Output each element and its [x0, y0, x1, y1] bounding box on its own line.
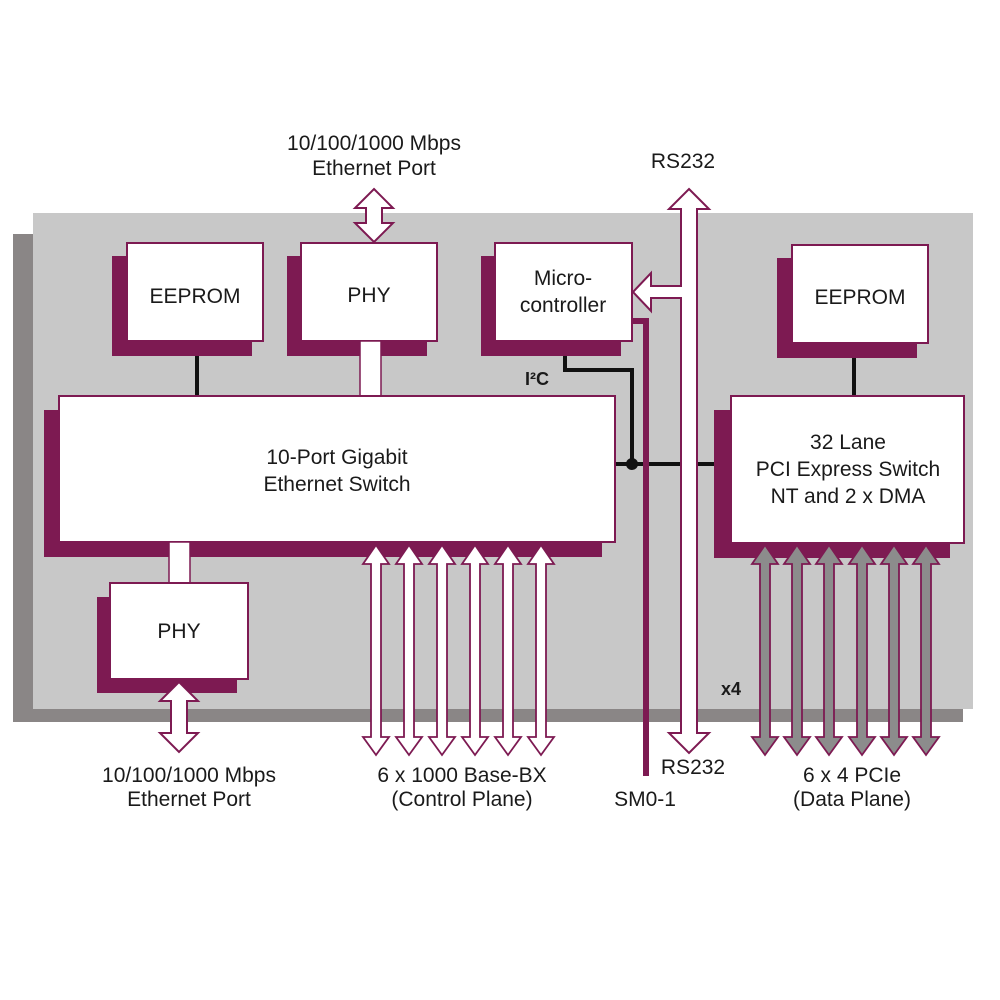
rs232-bottom-label: RS232: [661, 756, 725, 779]
microcontroller-box: [494, 242, 633, 342]
microcontroller-label-2: controller: [520, 294, 606, 317]
data-plane-arrows: [750, 543, 941, 757]
phy-bottom-link: [168, 541, 191, 585]
rs232-top-label: RS232: [651, 150, 715, 173]
control-arrow: [361, 543, 391, 757]
data-plane-label-2: (Data Plane): [793, 788, 911, 811]
phy-top-label: PHY: [347, 284, 390, 307]
eeprom-left-box: [126, 242, 264, 342]
phy-bottom-label: PHY: [157, 620, 200, 643]
data-arrow: [879, 543, 909, 757]
pcie-box: [730, 395, 965, 544]
switch-label-2: Ethernet Switch: [263, 473, 410, 496]
top-port-label-1: 10/100/1000 Mbps: [287, 132, 461, 155]
bottom-ethernet-arrow: [157, 680, 201, 754]
switch-label-1: 10-Port Gigabit: [266, 446, 407, 469]
x4-label: x4: [721, 679, 741, 699]
eeprom-left-label: EEPROM: [149, 285, 240, 308]
control-arrow: [493, 543, 523, 757]
phy-top-link: [359, 340, 382, 399]
eeprom-right-box: [791, 244, 929, 344]
data-arrow: [750, 543, 780, 757]
eeprom-right-label: EEPROM: [814, 286, 905, 309]
switch-box: [58, 395, 616, 543]
phy-bottom-box: [109, 582, 249, 680]
top-port-label-2: Ethernet Port: [312, 157, 436, 180]
pcie-label-3: NT and 2 x DMA: [771, 485, 926, 508]
rs232-bus: [631, 187, 712, 755]
sm-line: [633, 318, 649, 776]
data-arrow: [782, 543, 812, 757]
control-plane-label-2: (Control Plane): [391, 788, 532, 811]
data-arrow: [847, 543, 877, 757]
control-plane-arrows: [361, 543, 556, 757]
control-arrow: [394, 543, 424, 757]
control-arrow: [526, 543, 556, 757]
data-arrow: [911, 543, 941, 757]
control-arrow: [427, 543, 457, 757]
microcontroller-label-1: Micro-: [534, 267, 592, 290]
data-plane-label-1: 6 x 4 PCIe: [803, 764, 901, 787]
sm-label: SM0-1: [614, 788, 676, 811]
i2c-label: I²C: [525, 369, 549, 389]
data-arrow: [814, 543, 844, 757]
bottom-port-label-1: 10/100/1000 Mbps: [102, 764, 276, 787]
pcie-label-1: 32 Lane: [810, 431, 886, 454]
phy-top-box: [300, 242, 438, 342]
pcie-label-2: PCI Express Switch: [756, 458, 940, 481]
control-plane-label-1: 6 x 1000 Base-BX: [377, 764, 546, 787]
control-arrow: [460, 543, 490, 757]
bus-junction: [626, 458, 638, 470]
top-ethernet-arrow: [352, 187, 396, 244]
bottom-port-label-2: Ethernet Port: [127, 788, 251, 811]
